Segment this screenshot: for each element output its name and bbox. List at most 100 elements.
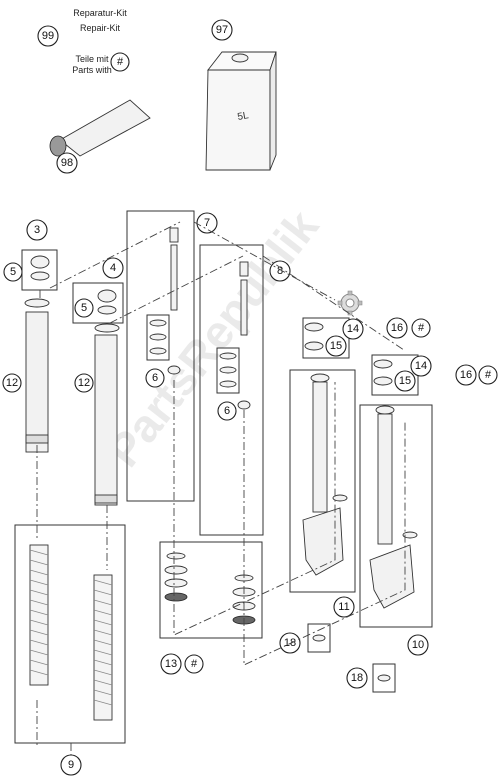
- cap-part-3: [30, 255, 50, 269]
- callout-10[interactable]: 10: [407, 634, 429, 656]
- box-part-6b: [216, 347, 240, 394]
- box-part-4: [72, 282, 124, 324]
- svg-text:3: 3: [34, 224, 40, 236]
- oil-can-label: 5L: [237, 110, 250, 123]
- svg-text:16: 16: [391, 322, 403, 334]
- bushing-14b: [373, 359, 393, 369]
- box-part-13: [159, 541, 263, 639]
- callout-15b[interactable]: 15: [394, 370, 416, 392]
- spring-left: [29, 544, 49, 686]
- part-18a: [312, 634, 326, 642]
- seal-6a-3: [149, 347, 167, 355]
- callout-97[interactable]: 97: [211, 19, 233, 41]
- callout-7[interactable]: 7: [196, 212, 218, 234]
- callout-6a[interactable]: 6: [145, 368, 165, 388]
- svg-text:16: 16: [460, 369, 472, 381]
- callout-9[interactable]: 9: [60, 754, 82, 776]
- callout-99[interactable]: 99: [37, 25, 59, 47]
- callout-5b[interactable]: 5: [74, 298, 94, 318]
- cartridge-left: [167, 227, 181, 375]
- svg-text:18: 18: [284, 637, 296, 649]
- repair-kit-line3: Teile mit: [75, 54, 109, 64]
- gear-icon: [337, 290, 363, 316]
- repair-kit-line1: Reparatur-Kit: [73, 8, 127, 18]
- svg-text:15: 15: [399, 375, 411, 387]
- callout-6b[interactable]: 6: [217, 401, 237, 421]
- seal-6a-2: [149, 333, 167, 341]
- box-part-7: [126, 210, 195, 502]
- svg-text:6: 6: [152, 372, 158, 384]
- callout-8[interactable]: 8: [269, 260, 291, 282]
- box-part-10: [359, 404, 433, 628]
- callout-4[interactable]: 4: [102, 257, 124, 279]
- box-part-6a: [146, 314, 170, 361]
- svg-text:5: 5: [10, 266, 16, 278]
- seal-6b-3: [219, 380, 237, 388]
- spring-right: [93, 574, 113, 721]
- callout-16b[interactable]: 16: [455, 364, 477, 386]
- oring-part-5a: [30, 271, 50, 281]
- svg-text:18: 18: [351, 672, 363, 684]
- hash-symbol-13-icon: #: [184, 654, 204, 674]
- callout-3[interactable]: 3: [26, 219, 48, 241]
- svg-text:15: 15: [330, 340, 342, 352]
- svg-text:12: 12: [78, 377, 90, 389]
- callout-15a[interactable]: 15: [325, 335, 347, 357]
- svg-text:#: #: [117, 56, 124, 68]
- svg-text:7: 7: [204, 217, 210, 229]
- seal-kit-left: [164, 552, 188, 602]
- svg-text:9: 9: [68, 759, 74, 771]
- cartridge-right: [237, 261, 251, 410]
- callout-14a[interactable]: 14: [342, 318, 364, 340]
- hash-symbol-16b-icon: #: [478, 365, 498, 385]
- callout-18b[interactable]: 18: [346, 667, 368, 689]
- watermark: PartsRepublik: [97, 200, 329, 476]
- repair-kit-line4: Parts with: [72, 65, 112, 75]
- svg-text:10: 10: [412, 639, 424, 651]
- repair-kit-label: Reparatur-Kit Repair-Kit Teile mit Parts…: [72, 8, 130, 75]
- part-18b: [377, 674, 391, 682]
- callout-12b[interactable]: 12: [74, 373, 94, 393]
- hash-symbol-icon: #: [110, 52, 130, 72]
- svg-text:98: 98: [61, 157, 73, 169]
- callout-18a[interactable]: 18: [279, 632, 301, 654]
- svg-text:4: 4: [110, 262, 116, 274]
- svg-text:97: 97: [216, 24, 228, 36]
- fork-tube-right: [94, 323, 120, 506]
- box-part-11: [289, 369, 356, 593]
- box-part-18a: [307, 623, 331, 653]
- svg-text:14: 14: [347, 323, 359, 335]
- svg-text:13: 13: [165, 658, 177, 670]
- svg-text:99: 99: [42, 30, 54, 42]
- svg-text:12: 12: [6, 377, 18, 389]
- grease-tube: [49, 99, 151, 157]
- svg-text:#: #: [485, 369, 492, 381]
- svg-text:#: #: [191, 658, 198, 670]
- svg-text:11: 11: [338, 601, 349, 613]
- callout-13[interactable]: 13: [160, 653, 182, 675]
- oil-can: 5L: [205, 51, 277, 171]
- lower-leg-right: [369, 405, 418, 609]
- svg-text:6: 6: [224, 405, 230, 417]
- oring-part-5b: [97, 305, 117, 315]
- bushing-15a: [304, 341, 324, 351]
- cap-part-4: [97, 289, 117, 303]
- svg-text:#: #: [418, 322, 425, 334]
- callout-12a[interactable]: 12: [2, 373, 22, 393]
- svg-text:5: 5: [81, 302, 87, 314]
- assembly-lines: [36, 221, 406, 745]
- repair-kit-line2: Repair-Kit: [80, 23, 121, 33]
- hash-symbol-16a-icon: #: [411, 318, 431, 338]
- callout-5a[interactable]: 5: [3, 262, 23, 282]
- callout-11[interactable]: 11: [333, 596, 355, 618]
- callout-16a[interactable]: 16: [386, 317, 408, 339]
- box-part-9: [14, 524, 126, 744]
- seal-6b-2: [219, 366, 237, 374]
- callout-14b[interactable]: 14: [410, 355, 432, 377]
- box-part-8: [199, 244, 264, 536]
- callout-98[interactable]: 98: [56, 152, 78, 174]
- seal-6b-1: [219, 352, 237, 360]
- svg-text:14: 14: [415, 360, 427, 372]
